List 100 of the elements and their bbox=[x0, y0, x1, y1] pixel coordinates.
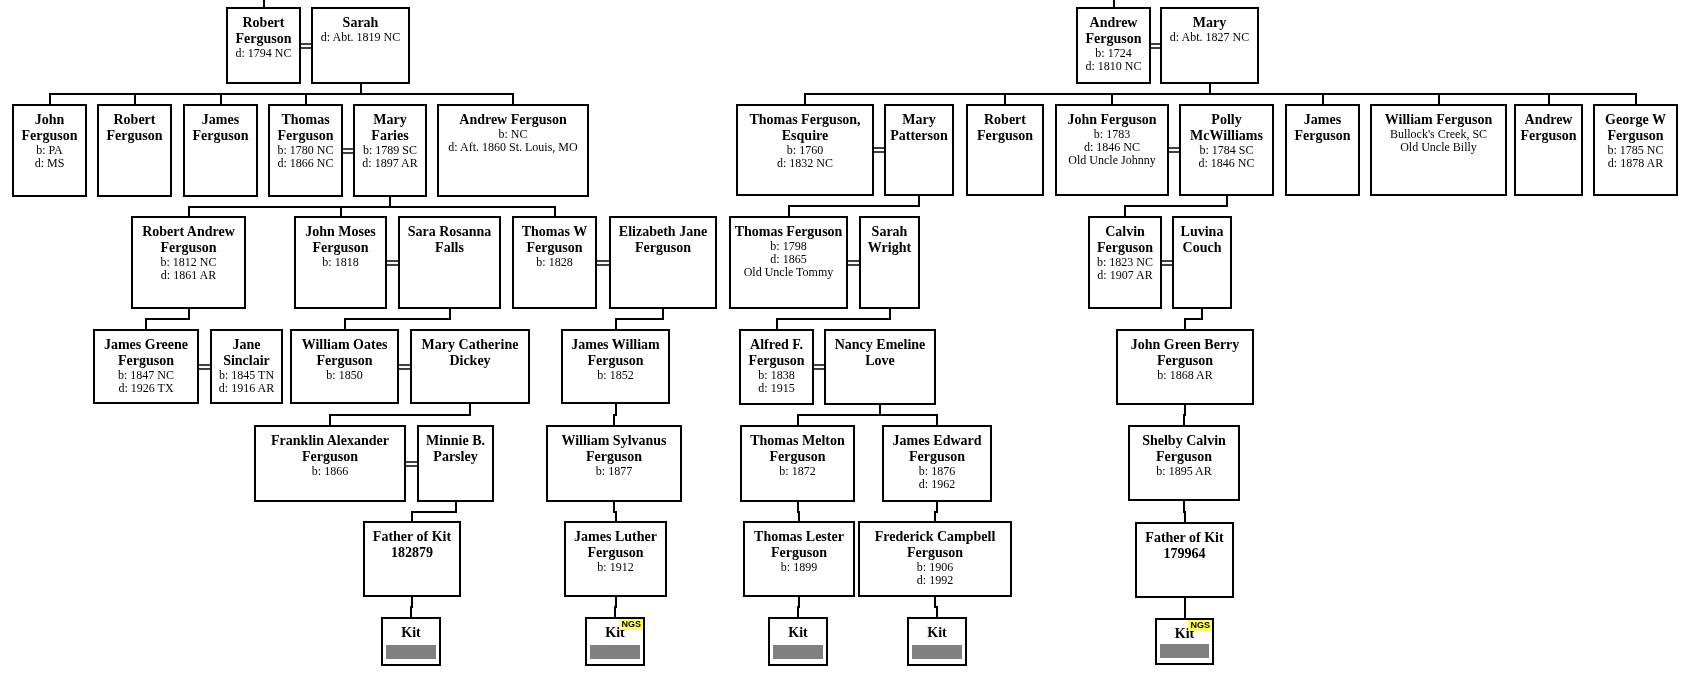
connector-line bbox=[788, 195, 920, 217]
person-box bbox=[736, 104, 874, 196]
person-detail: d: MS bbox=[33, 157, 66, 170]
person-name: Thomas Melton Ferguson bbox=[749, 433, 846, 465]
person-name: Thomas Ferguson bbox=[276, 112, 335, 144]
person-box bbox=[437, 104, 589, 197]
person-detail: b: 1899 bbox=[779, 561, 819, 574]
kit-box bbox=[585, 617, 645, 666]
person-name: Andrew Ferguson bbox=[1519, 112, 1578, 144]
person-box bbox=[210, 329, 283, 404]
person-box bbox=[1088, 216, 1162, 309]
person-box bbox=[1179, 104, 1274, 196]
person-detail: b: 1868 AR bbox=[1156, 369, 1214, 382]
person-detail: d: 1915 bbox=[757, 382, 796, 395]
person-box bbox=[564, 521, 667, 597]
person-detail: b: 1876 bbox=[917, 465, 957, 478]
person-box bbox=[363, 521, 461, 597]
connector-line bbox=[1113, 0, 1115, 8]
person-detail: b: 1872 bbox=[778, 465, 817, 478]
person-name: John Moses Ferguson bbox=[304, 224, 377, 256]
connector-line bbox=[329, 403, 471, 426]
person-box bbox=[1128, 425, 1240, 501]
person-detail: b: 1823 NC bbox=[1096, 256, 1154, 269]
connector-line bbox=[934, 596, 938, 618]
connector-line bbox=[879, 404, 938, 426]
person-detail: b: 1798 bbox=[769, 240, 808, 253]
person-detail: b: 1906 bbox=[915, 561, 955, 574]
person-box bbox=[824, 329, 936, 405]
person-name: Father of Kit 182879 bbox=[371, 529, 453, 561]
person-name: Jane Sinclair bbox=[222, 337, 271, 369]
person-detail: d: Abt. 1827 NC bbox=[1168, 31, 1251, 44]
person-name: Robert Ferguson bbox=[976, 112, 1034, 144]
person-detail: Old Uncle Billy bbox=[1399, 141, 1478, 154]
person-name: James William Ferguson bbox=[570, 337, 661, 369]
connector-line bbox=[797, 596, 800, 618]
person-detail: b: 1724 bbox=[1094, 47, 1133, 60]
person-name: Shelby Calvin Ferguson bbox=[1141, 433, 1227, 465]
person-name: Luvina Couch bbox=[1179, 224, 1225, 256]
person-box bbox=[743, 521, 855, 597]
person-detail: b: 1818 bbox=[321, 256, 360, 269]
person-detail: b: 1760 bbox=[786, 144, 825, 157]
person-box bbox=[97, 104, 172, 197]
person-detail: d: 1916 AR bbox=[217, 382, 276, 395]
marriage-connector bbox=[596, 260, 610, 266]
person-detail: d: 1846 NC bbox=[1083, 141, 1141, 154]
kit-label: Kit bbox=[787, 625, 809, 641]
person-box bbox=[1135, 522, 1234, 598]
connector-line bbox=[1183, 404, 1186, 426]
person-box bbox=[884, 104, 954, 196]
person-box bbox=[1116, 329, 1254, 405]
person-detail: d: 1992 bbox=[915, 574, 955, 587]
kit-box bbox=[907, 617, 967, 666]
person-box bbox=[546, 425, 682, 502]
person-name: Mary Faries bbox=[370, 112, 410, 144]
person-name: Sara Rosanna Falls bbox=[406, 224, 493, 256]
person-name: James Greene Ferguson bbox=[102, 337, 190, 369]
marriage-connector bbox=[847, 260, 860, 266]
connector-line bbox=[613, 501, 617, 522]
person-detail: b: 1789 SC bbox=[362, 144, 418, 157]
person-name: James Ferguson bbox=[191, 112, 250, 144]
person-box bbox=[609, 216, 717, 309]
person-detail: b: 1784 SC bbox=[1198, 144, 1255, 157]
person-name: Father of Kit 179964 bbox=[1144, 530, 1225, 562]
person-name: Thomas Ferguson, Esquire bbox=[748, 112, 862, 144]
person-detail: d: 1907 AR bbox=[1096, 269, 1154, 282]
person-name: William Sylvanus Ferguson bbox=[560, 433, 668, 465]
person-detail: d: 1846 NC bbox=[1197, 157, 1256, 170]
person-name: William Oates Ferguson bbox=[300, 337, 389, 369]
person-box bbox=[882, 425, 992, 502]
person-name: Frederick Campbell Ferguson bbox=[873, 529, 997, 561]
person-name: Andrew Ferguson bbox=[458, 112, 568, 128]
kit-box bbox=[1155, 618, 1214, 665]
person-detail: d: Aft. 1860 St. Louis, MO bbox=[447, 141, 579, 154]
person-detail: b: 1780 NC bbox=[276, 144, 335, 157]
connector-line bbox=[145, 308, 190, 330]
connector-line bbox=[411, 501, 457, 522]
marriage-connector bbox=[1150, 43, 1161, 49]
person-detail: d: 1878 AR bbox=[1606, 157, 1665, 170]
person-box bbox=[294, 216, 387, 309]
person-name: Mary Catherine Dickey bbox=[420, 337, 520, 369]
person-box bbox=[226, 7, 301, 84]
person-name: John Green Berry Ferguson bbox=[1129, 337, 1241, 369]
marriage-connector bbox=[386, 260, 399, 266]
person-name: John Ferguson bbox=[1066, 112, 1158, 128]
person-detail: b: 1895 AR bbox=[1155, 465, 1213, 478]
person-box bbox=[93, 329, 199, 404]
person-name: Sarah Wright bbox=[866, 224, 913, 256]
marriage-connector bbox=[342, 148, 354, 154]
person-name: George W Ferguson bbox=[1604, 112, 1667, 144]
person-detail: Bullock's Creek, SC bbox=[1388, 128, 1489, 141]
person-detail: d: Abt. 1819 NC bbox=[319, 31, 402, 44]
person-name: James Edward Ferguson bbox=[891, 433, 983, 465]
person-box bbox=[859, 216, 920, 309]
person-box bbox=[1172, 216, 1232, 309]
person-detail: b: 1866 bbox=[310, 465, 350, 478]
connector-line bbox=[934, 501, 938, 522]
person-detail: d: 1866 NC bbox=[276, 157, 335, 170]
person-box bbox=[268, 104, 343, 197]
marriage-connector bbox=[398, 364, 411, 370]
person-name: Thomas Ferguson bbox=[733, 224, 844, 240]
